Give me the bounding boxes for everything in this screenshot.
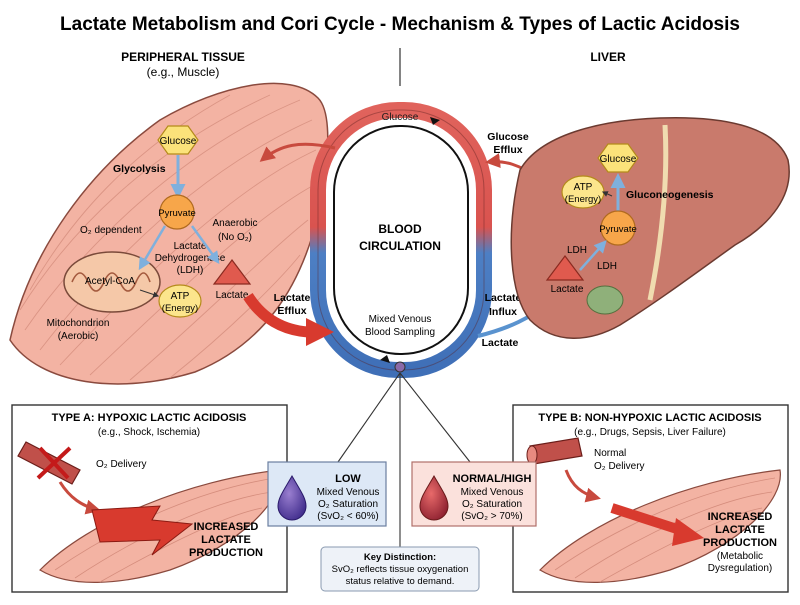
type-b-delivery-label-2: O₂ Delivery (594, 461, 645, 472)
svo2-high-line-3: (SvO₂ > 70%) (461, 511, 522, 522)
normal-vessel-icon (526, 437, 583, 465)
svo2-low-line-2: O₂ Saturation (318, 499, 378, 510)
lactate-efflux-label-1: Lactate (274, 292, 311, 304)
liver-atp-energy-label: (Energy) (565, 194, 601, 205)
glucose-efflux-label-1: Glucose (487, 131, 529, 143)
loop-direction-arrow-top (430, 117, 440, 125)
lactate-efflux-arrow (243, 292, 309, 338)
type-b-arrowhead (672, 518, 704, 546)
glycolysis-label: Glycolysis (113, 163, 166, 175)
liver-ldh-label-a: LDH (567, 245, 587, 256)
type-b-result-2: LACTATE (715, 524, 765, 536)
type-b-arrow (610, 503, 682, 535)
svo2-low-level: LOW (335, 473, 361, 485)
mitochondrion-label: Mitochondrion (47, 318, 110, 329)
glucose-hexagon-muscle (157, 125, 199, 155)
type-b-flow-arrow (564, 469, 601, 503)
glucose-hexagon-liver (597, 143, 639, 173)
muscle-lactate-label: Lactate (216, 290, 249, 301)
atp-node-muscle (158, 284, 202, 318)
type-a-heading: TYPE A: HYPOXIC LACTIC ACIDOSIS (52, 412, 247, 424)
liver-heading: LIVER (590, 50, 626, 64)
pyruvate-node-muscle (159, 194, 195, 230)
loop-direction-arrow-bottom (380, 355, 390, 363)
type-a-delivery-label: O₂ Delivery (96, 459, 147, 470)
liver-atp-label: ATP (574, 182, 593, 193)
liver-organ (510, 116, 790, 339)
blood-label-1: BLOOD (378, 222, 422, 236)
blood-label-2: CIRCULATION (359, 239, 441, 253)
lactate-influx-label-1: Lactate (485, 292, 522, 304)
key-heading: Key Distinction: (364, 552, 436, 563)
peripheral-subheading: (e.g., Muscle) (147, 65, 220, 79)
svo2-low-line-1: Mixed Venous (317, 487, 380, 498)
type-a-subheading: (e.g., Shock, Ischemia) (98, 427, 200, 438)
drop-low-icon (277, 474, 307, 521)
type-a-result-2: LACTATE (201, 534, 251, 546)
sampling-label-2: Blood Sampling (365, 327, 435, 338)
lactate-efflux-arrowhead (306, 318, 334, 346)
mitochondrion-icon (63, 251, 161, 313)
key-line-2: status relative to demand. (346, 576, 455, 587)
liver-lactate-label: Lactate (551, 284, 584, 295)
type-b-heading: TYPE B: NON-HYPOXIC LACTIC ACIDOSIS (538, 412, 761, 424)
type-b-result-1: INCREASED (708, 511, 773, 523)
anaerobic-arrow (190, 225, 220, 265)
lactate-triangle-liver (545, 255, 585, 281)
key-line-1: SvO₂ reflects tissue oxygenation (332, 564, 469, 575)
lactate-efflux-label-2: Efflux (277, 305, 306, 317)
muscle-atp-energy-label: (Energy) (162, 303, 198, 314)
muscle-atp-label: ATP (171, 291, 190, 302)
acetyl-coa-label: Acetyl-CoA (85, 276, 135, 287)
peripheral-heading: PERIPHERAL TISSUE (121, 50, 245, 64)
lactate-influx-label-2: Influx (489, 306, 517, 318)
drop-high-icon (419, 474, 449, 521)
glucose-efflux-label-2: Efflux (493, 144, 522, 156)
liver-ldh-arrow (579, 240, 607, 271)
type-b-subheading: (e.g., Drugs, Sepsis, Liver Failure) (574, 427, 726, 438)
pyruvate-node-liver (600, 210, 636, 246)
blocked-vessel-icon (17, 441, 81, 485)
liver-glucose-label: Glucose (600, 154, 637, 165)
o2-dependent-label: O₂ dependent (80, 225, 142, 236)
liver-pyruvate-label: Pyruvate (599, 224, 637, 235)
acetyl-to-atp-arrow (139, 289, 160, 298)
anaerobic-label: Anaerobic (212, 218, 257, 229)
svo2-high-line-2: O₂ Saturation (462, 499, 522, 510)
svo2-high-level: NORMAL/HIGH (453, 473, 532, 485)
connector-low (337, 372, 401, 463)
ldh-label-2: Dehydrogenase (155, 253, 226, 264)
ldh-label-3: (LDH) (177, 265, 204, 276)
muscle-glucose-label: Glucose (160, 136, 197, 147)
svo2-high-line-1: Mixed Venous (461, 487, 524, 498)
type-b-result-3: PRODUCTION (703, 537, 777, 549)
anaerobic-no-o2-label: (No O₂) (218, 232, 252, 243)
type-a-result-3: PRODUCTION (189, 547, 263, 559)
sampling-label-1: Mixed Venous (369, 314, 432, 325)
muscle-pyruvate-label: Pyruvate (158, 208, 196, 219)
mitochondrion-aerobic-label: (Aerobic) (58, 331, 99, 342)
blood-glucose-label: Glucose (382, 112, 419, 123)
lactate-bottom-label: Lactate (482, 337, 519, 349)
glucose-to-muscle-arrow (259, 142, 336, 162)
liver-ldh-label-b: LDH (597, 261, 617, 272)
gluconeogenesis-label: Gluconeogenesis (626, 189, 714, 201)
aerobic-arrow (138, 225, 167, 271)
lactate-triangle-muscle (212, 259, 252, 285)
liver-atp-arrow (601, 191, 613, 197)
page-title: Lactate Metabolism and Cori Cycle - Mech… (60, 14, 740, 35)
type-b-result-4: (Metabolic (717, 551, 763, 562)
sampling-point-icon (394, 361, 406, 373)
type-a-zigzag-arrow (91, 505, 194, 556)
ldh-label-1: Lactate (174, 241, 207, 252)
connector-high (399, 372, 471, 463)
type-a-result-1: INCREASED (194, 521, 259, 533)
type-b-result-5: Dysregulation) (708, 563, 772, 574)
type-a-flow-arrow (58, 481, 101, 515)
svo2-low-line-3: (SvO₂ < 60%) (317, 511, 378, 522)
type-b-delivery-label-1: Normal (594, 448, 626, 459)
key-distinction-box (320, 546, 480, 592)
